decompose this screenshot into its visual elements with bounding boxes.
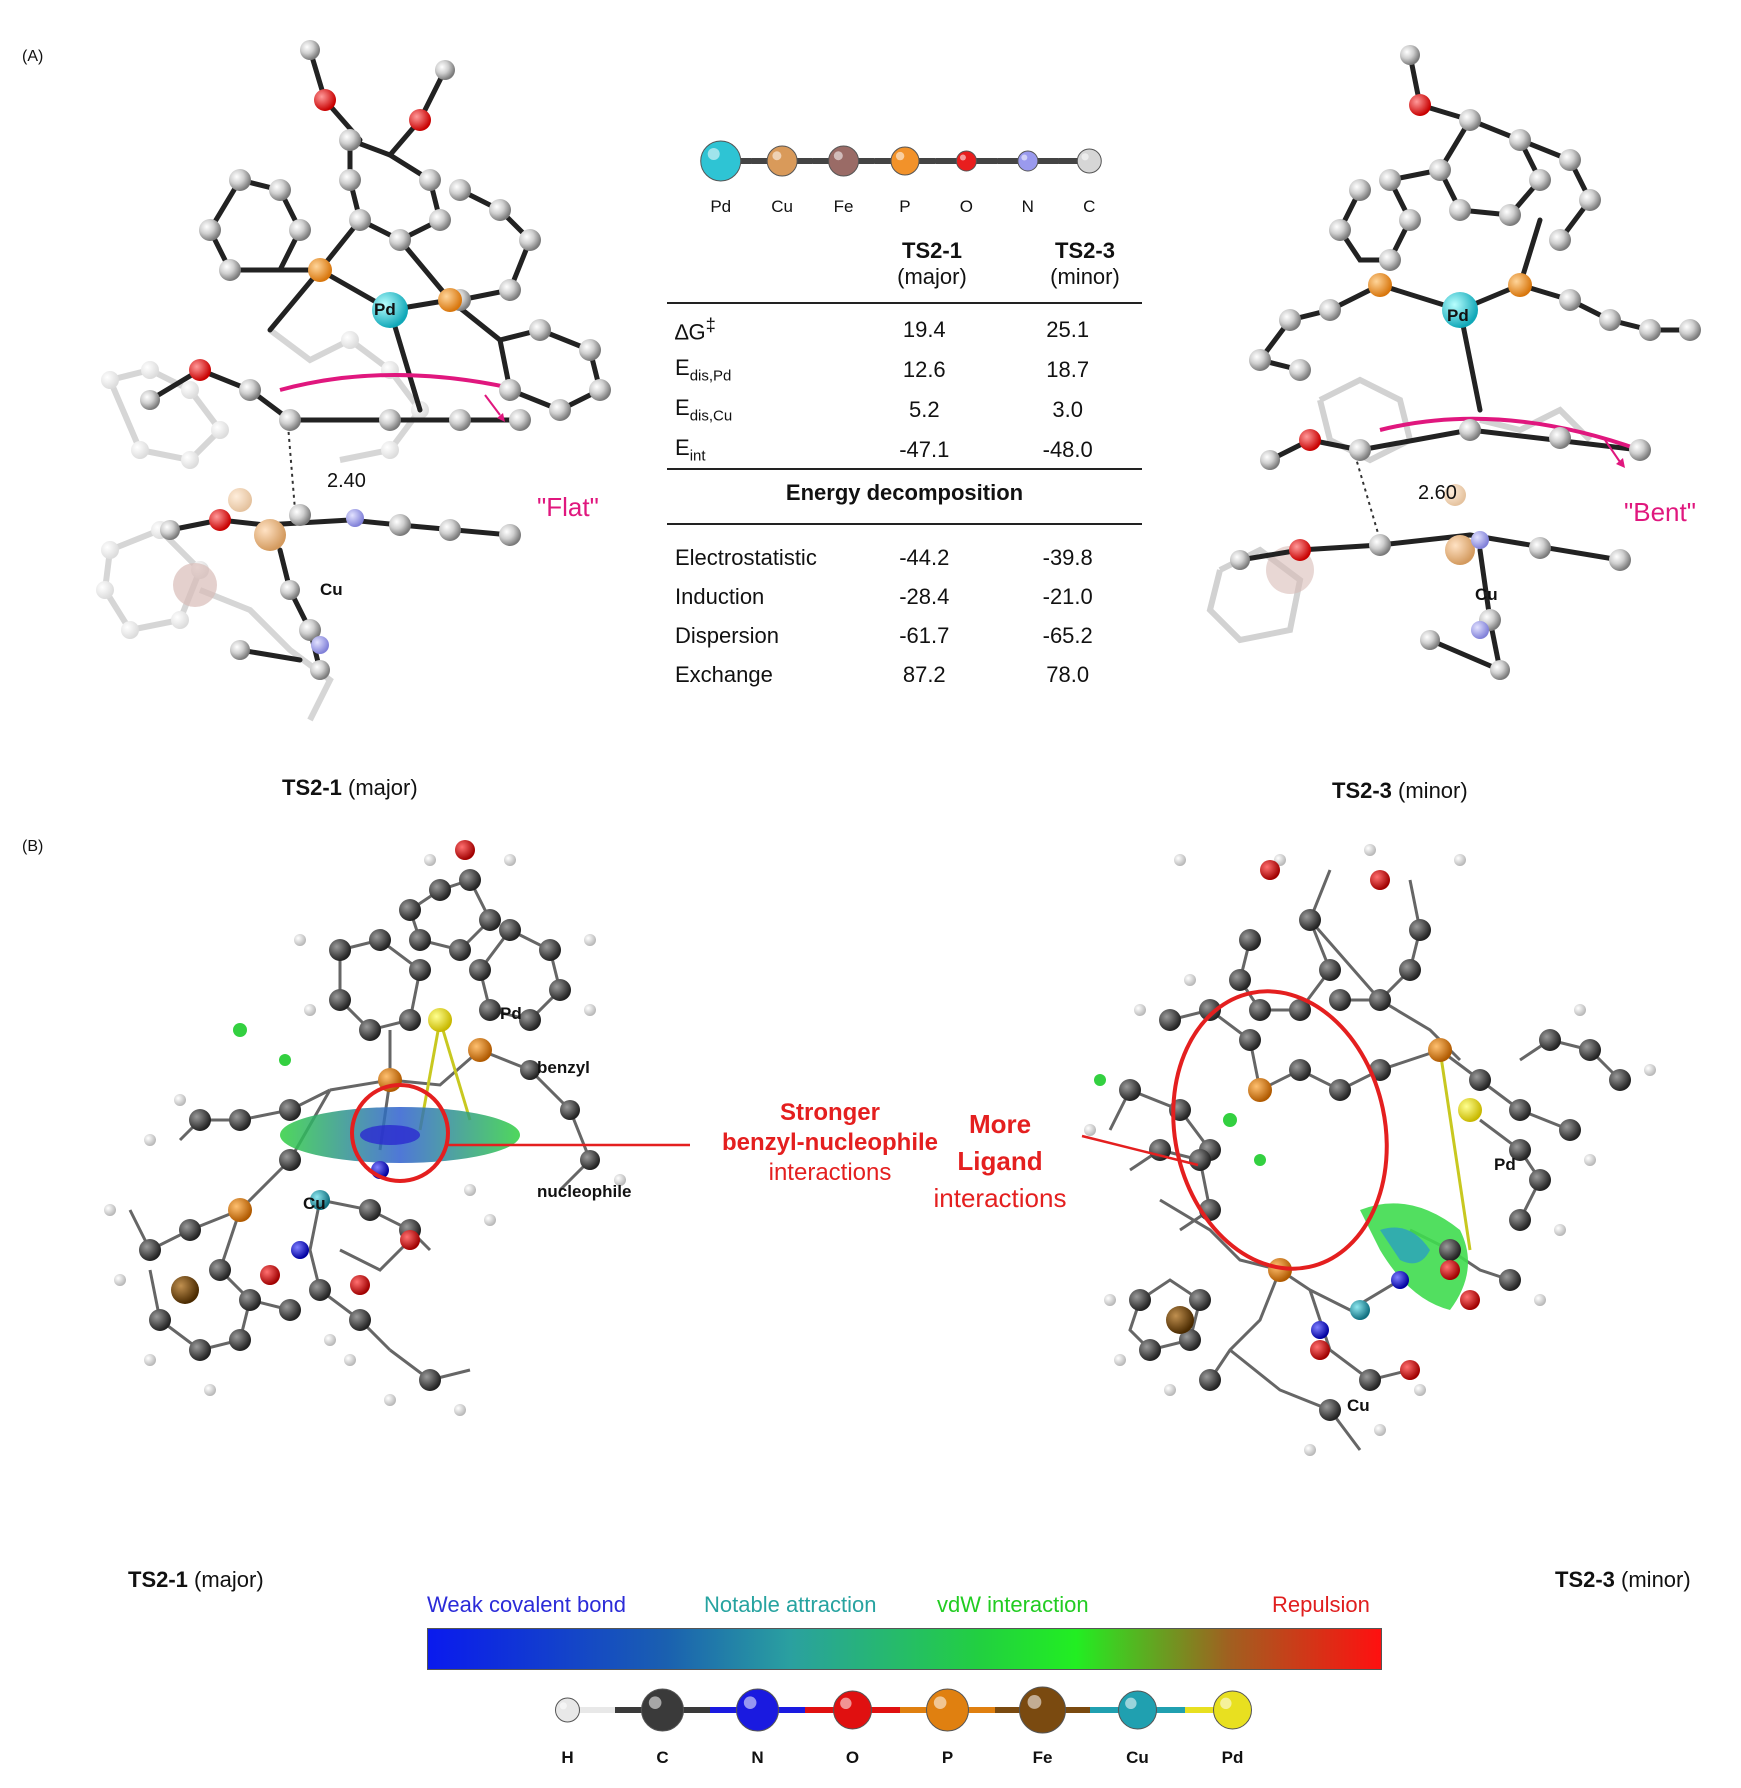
scale-label-weak-covalent: Weak covalent bond xyxy=(427,1592,626,1617)
table-bottom-rows: Electrostatistic -44.2 -39.8 Induction -… xyxy=(675,538,1150,694)
legend-label-fe: Fe xyxy=(833,197,854,216)
legend-atom-highlight xyxy=(648,1696,662,1709)
legend-atom-c xyxy=(1076,148,1102,174)
scale-label-vdw: vdW interaction xyxy=(937,1592,1089,1617)
table-row: Exchange 87.2 78.0 xyxy=(675,661,1090,687)
table-top-rows: ∆G‡ 19.4 25.1 Edis,Pd 12.6 18.7 Edis,Cu … xyxy=(675,310,1150,470)
element-legend-b: H C N O P Fe Cu Pd xyxy=(520,1748,1280,1768)
legend-atom-pd xyxy=(1213,1690,1252,1730)
caption-b-right: TS2-3 (minor) xyxy=(1555,1567,1691,1592)
caption-a-left: TS2-1 (major) xyxy=(282,775,418,800)
legend-atom-c xyxy=(641,1688,684,1732)
cu-label-a-right: Cu xyxy=(1475,585,1498,604)
legend-atom-highlight xyxy=(1220,1697,1232,1710)
ts2-3-structure-a xyxy=(1206,45,1701,680)
flat-label: "Flat" xyxy=(537,492,599,522)
scale-label-notable-attraction: Notable attraction xyxy=(704,1592,877,1617)
ts2-3-structure-b xyxy=(1084,844,1656,1456)
legend-atom-highlight xyxy=(1125,1697,1137,1710)
legend-label-pd: Pd xyxy=(1221,1748,1244,1767)
element-legend-a-balls xyxy=(700,140,1102,182)
table-col2-header: TS2-3 (minor) xyxy=(1050,238,1120,289)
legend-atom-o xyxy=(833,1690,872,1730)
scale-label-repulsion: Repulsion xyxy=(1272,1592,1370,1617)
legend-atom-cu xyxy=(1118,1690,1157,1730)
legend-label-cu: Cu xyxy=(771,197,793,216)
table-rule-2 xyxy=(667,468,1142,470)
pd-label-a-right: Pd xyxy=(1447,306,1469,325)
legend-atom-highlight xyxy=(559,1702,567,1710)
legend-atom-cu xyxy=(766,145,798,177)
table-row: ∆G‡ 19.4 25.1 xyxy=(675,314,1090,345)
legend-atom-n xyxy=(1017,150,1039,172)
legend-atom-h xyxy=(555,1697,580,1723)
legend-label-o: O xyxy=(959,197,974,216)
table-row: Electrostatistic -44.2 -39.8 xyxy=(675,544,1093,570)
panel-a-label: (A) xyxy=(22,48,44,65)
pd-label-b-right: Pd xyxy=(1494,1155,1516,1174)
legend-atom-highlight xyxy=(833,151,843,161)
benzyl-label: benzyl xyxy=(537,1058,590,1077)
cu-label-b-right: Cu xyxy=(1347,1396,1370,1415)
table-row: Edis,Pd 12.6 18.7 xyxy=(675,355,1090,385)
panel-b-label: (B) xyxy=(22,838,44,855)
pd-label-a-left: Pd xyxy=(374,300,396,319)
legend-atom-highlight xyxy=(895,151,905,161)
legend-atom-pd xyxy=(700,140,742,182)
caption-b-left: TS2-1 (major) xyxy=(128,1567,264,1592)
nucleophile-label: nucleophile xyxy=(537,1182,632,1201)
legend-atom-n xyxy=(736,1688,779,1732)
element-legend-b-balls xyxy=(555,1686,1252,1734)
table-row: Edis,Cu 5.2 3.0 xyxy=(675,395,1083,425)
bent-label: "Bent" xyxy=(1624,497,1696,527)
table-rule-1 xyxy=(667,302,1142,304)
nci-scale-labels: Weak covalent bond Notable attraction vd… xyxy=(427,1592,1382,1622)
legend-atom-highlight xyxy=(743,1696,757,1709)
legend-label-fe: Fe xyxy=(1032,1748,1053,1767)
ts2-1-structure-b xyxy=(104,840,690,1416)
legend-label-n: N xyxy=(751,1748,764,1767)
pd-label-b-left: Pd xyxy=(500,1004,522,1023)
legend-label-pd: Pd xyxy=(710,197,732,216)
legend-atom-highlight xyxy=(1027,1695,1042,1709)
legend-label-o: O xyxy=(845,1748,860,1767)
ligand-pointer-line xyxy=(1081,1134,1199,1167)
legend-atom-highlight xyxy=(959,154,966,161)
stronger-interactions-note: Stronger benzyl-nucleophile interactions xyxy=(721,1099,939,1186)
legend-label-p: P xyxy=(899,197,911,216)
caption-a-right: TS2-3 (minor) xyxy=(1332,778,1468,803)
legend-atom-highlight xyxy=(933,1696,947,1709)
table-section-title: Energy decomposition xyxy=(785,480,1024,505)
table-rule-3 xyxy=(667,523,1142,525)
legend-atom-o xyxy=(955,150,977,172)
table-row: Induction -28.4 -21.0 xyxy=(675,583,1093,609)
legend-atom-p xyxy=(926,1688,969,1732)
cu-label-a-left: Cu xyxy=(320,580,343,599)
table-col1-header: TS2-1 (major) xyxy=(897,238,967,289)
legend-atom-highlight xyxy=(707,148,720,160)
legend-label-h: H xyxy=(561,1748,574,1767)
legend-atom-fe xyxy=(1019,1686,1066,1734)
nci-color-scale-bar xyxy=(427,1628,1382,1670)
legend-atom-fe xyxy=(828,145,860,177)
ts2-1-structure-a xyxy=(96,40,611,722)
legend-label-c: C xyxy=(656,1748,669,1767)
distance-label-right: 2.60 xyxy=(1418,482,1457,504)
legend-atom-p xyxy=(890,146,920,176)
legend-atom-highlight xyxy=(840,1697,852,1710)
table-row: Eint -47.1 -48.0 xyxy=(675,435,1093,465)
table-row: Dispersion -61.7 -65.2 xyxy=(675,622,1093,648)
legend-label-n: N xyxy=(1021,197,1034,216)
distance-label-left: 2.40 xyxy=(327,470,366,492)
legend-atom-highlight xyxy=(1021,154,1028,161)
legend-atom-highlight xyxy=(772,151,782,161)
legend-atom-highlight xyxy=(1081,153,1089,161)
legend-label-cu: Cu xyxy=(1126,1748,1149,1767)
legend-label-p: P xyxy=(941,1748,954,1767)
cu-label-b-left: Cu xyxy=(303,1194,326,1213)
more-ligand-interactions-note: More Ligand interactions xyxy=(933,1109,1067,1213)
legend-label-c: C xyxy=(1083,197,1096,216)
element-legend-a: Pd Cu Fe P O N C xyxy=(690,197,1120,217)
